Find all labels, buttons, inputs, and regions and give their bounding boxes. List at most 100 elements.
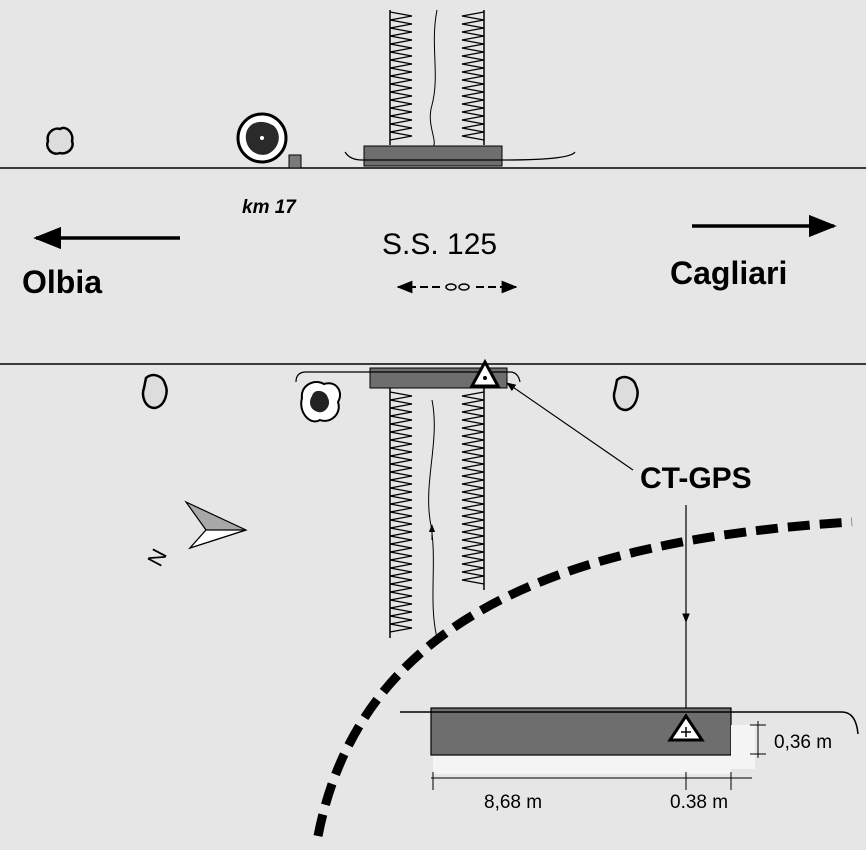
- bank-hatch-mark: [461, 43, 485, 53]
- bank-hatch-mark: [461, 83, 485, 93]
- bank-hatch-mark: [461, 391, 485, 401]
- bank-hatch-mark: [389, 83, 413, 93]
- destination-left-label: Olbia: [22, 264, 102, 300]
- bank-hatch-mark: [389, 575, 413, 585]
- bank-hatch-mark: [389, 463, 413, 473]
- bank-hatch-mark: [461, 559, 485, 569]
- kilometer-marker-label: km 17: [242, 197, 297, 218]
- bank-hatch-mark: [389, 43, 413, 53]
- bank-hatch-mark: [389, 431, 413, 441]
- bank-hatch-mark: [461, 431, 485, 441]
- bank-hatch-mark: [389, 559, 413, 569]
- bank-hatch-mark: [389, 27, 413, 37]
- bank-hatch-mark: [389, 415, 413, 425]
- lower-bridge-rail: [295, 371, 521, 383]
- bank-hatch-mark: [461, 463, 485, 473]
- bank-hatch-mark: [389, 543, 413, 553]
- bank-hatch-mark: [461, 439, 485, 449]
- bank-hatch-mark: [389, 99, 413, 109]
- bank-hatch-mark: [389, 591, 413, 601]
- bank-hatch-mark: [389, 59, 413, 69]
- detail-offset-label: 0.38 m: [670, 792, 728, 813]
- bank-hatch-mark: [389, 535, 413, 545]
- bank-hatch-mark: [389, 75, 413, 85]
- bank-hatch-mark: [461, 107, 485, 117]
- gps-station-icon: [469, 358, 501, 388]
- bank-hatch-mark: [461, 123, 485, 133]
- gps-station-label: CT-GPS: [640, 462, 752, 495]
- bank-hatch-mark: [389, 399, 413, 409]
- bank-hatch-mark: [389, 423, 413, 433]
- bank-hatch-mark: [461, 479, 485, 489]
- bank-hatch-mark: [461, 91, 485, 101]
- bank-hatch-mark: [461, 527, 485, 537]
- bank-hatch-mark: [461, 551, 485, 561]
- bank-hatch-mark: [461, 407, 485, 417]
- tree-icon: [141, 373, 168, 410]
- bank-hatch-mark: [461, 543, 485, 553]
- bank-hatch-mark: [461, 35, 485, 45]
- bank-hatch-mark: [389, 599, 413, 609]
- bank-hatch-mark: [461, 131, 485, 141]
- detail-callout-curve: [313, 517, 853, 837]
- destination-right-label: Cagliari: [670, 255, 787, 291]
- bank-hatch-mark: [389, 615, 413, 625]
- svg-text:N: N: [142, 545, 172, 571]
- bank-hatch-mark: [389, 607, 413, 617]
- bank-hatch-mark: [389, 567, 413, 577]
- bank-hatch-mark: [461, 399, 485, 409]
- detail-light-strip: [433, 755, 731, 774]
- bank-hatch-mark: [461, 471, 485, 481]
- bank-hatch-mark: [389, 11, 413, 21]
- two-way-traffic-symbol: [396, 280, 518, 294]
- bank-hatch-mark: [461, 503, 485, 513]
- bank-hatch-mark: [389, 479, 413, 489]
- detail-depth-label: 0,36 m: [774, 732, 832, 753]
- bank-hatch-mark: [389, 495, 413, 505]
- bank-hatch-mark: [461, 415, 485, 425]
- bank-hatch-mark: [389, 439, 413, 449]
- bank-hatch-mark: [389, 455, 413, 465]
- bank-hatch-mark: [461, 535, 485, 545]
- detail-gps-station-icon: [667, 713, 705, 742]
- bank-hatch-mark: [389, 519, 413, 529]
- bank-hatch-mark: [389, 19, 413, 29]
- detail-bridge-rail: [400, 711, 859, 735]
- bank-hatch-mark: [461, 59, 485, 69]
- bank-hatch-mark: [389, 91, 413, 101]
- bank-hatch-mark: [461, 495, 485, 505]
- bank-hatch-mark: [389, 583, 413, 593]
- large-tree-icon: [236, 112, 288, 164]
- bank-hatch-mark: [389, 511, 413, 521]
- bank-hatch-mark: [461, 51, 485, 61]
- bank-hatch-mark: [389, 123, 413, 133]
- lower-stream-channel: [389, 388, 485, 639]
- bank-hatch-mark: [461, 27, 485, 37]
- upper-bridge-rail: [344, 151, 576, 161]
- tree-icon: [46, 126, 74, 155]
- bank-hatch-mark: [461, 455, 485, 465]
- bank-hatch-mark: [461, 11, 485, 21]
- bank-hatch-mark: [389, 35, 413, 45]
- bank-hatch-mark: [389, 623, 413, 633]
- bank-hatch-mark: [461, 423, 485, 433]
- detail-width-label: 8,68 m: [484, 792, 542, 813]
- bank-hatch-mark: [389, 131, 413, 141]
- bank-hatch-mark: [389, 487, 413, 497]
- detail-light-corner: [731, 725, 755, 769]
- road-name-label: S.S. 125: [382, 228, 497, 261]
- bank-hatch-mark: [389, 551, 413, 561]
- bank-hatch-mark: [389, 51, 413, 61]
- bank-hatch-mark: [389, 447, 413, 457]
- bank-hatch-mark: [389, 391, 413, 401]
- tree-icon: [612, 375, 639, 412]
- bridge-detail: 0,36 m 8,68 m 0.38 m: [400, 707, 859, 813]
- bank-hatch-mark: [389, 107, 413, 117]
- bank-hatch-mark: [461, 75, 485, 85]
- bank-hatch-mark: [461, 67, 485, 77]
- bank-hatch-mark: [389, 407, 413, 417]
- bank-hatch-mark: [389, 471, 413, 481]
- bank-hatch-mark: [461, 511, 485, 521]
- bank-hatch-mark: [461, 487, 485, 497]
